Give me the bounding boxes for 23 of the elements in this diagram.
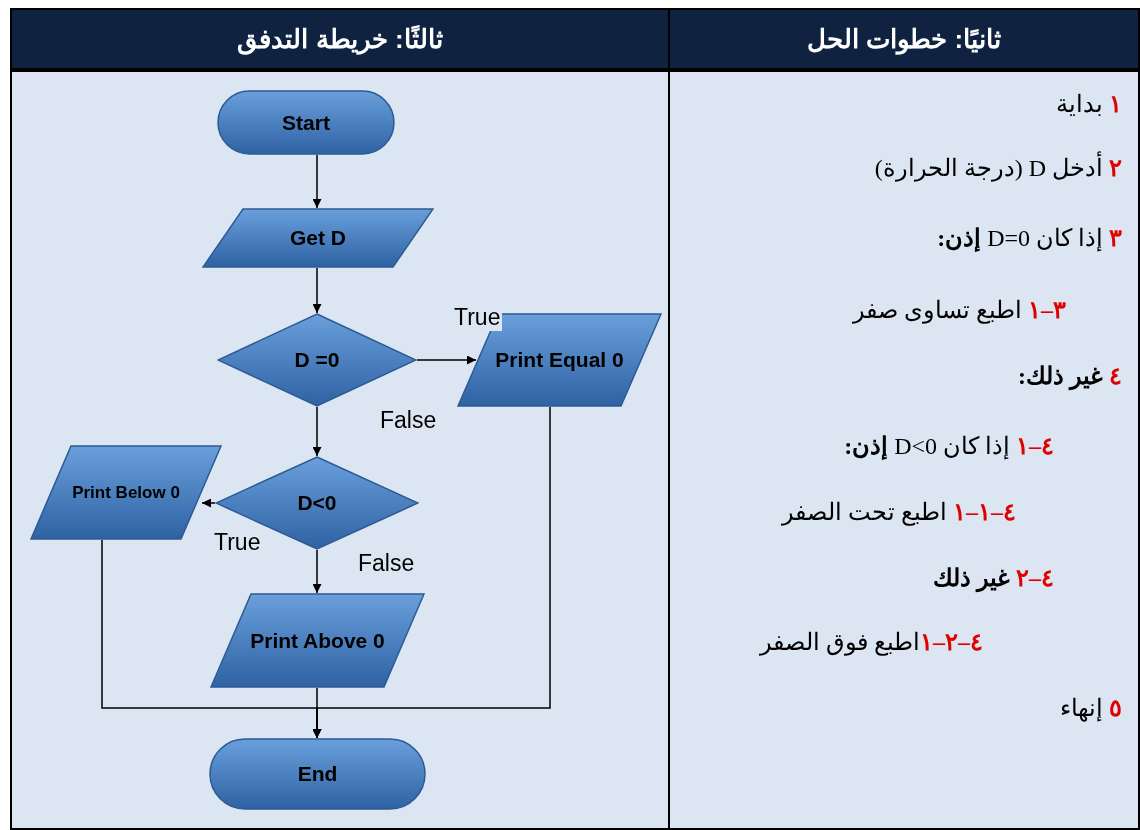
arrow [312, 549, 322, 594]
arrow [416, 355, 477, 365]
step-text: ٤–١–١ اطبع تحت الصفر [782, 498, 1016, 526]
step-text: ١ بداية [1056, 90, 1122, 118]
step-text: ٣ إذا كان D=0 إذن: [937, 224, 1122, 252]
input-output-shape: Get D [202, 208, 434, 268]
column-header: ثانيًا: خطوات الحل [668, 8, 1140, 70]
terminal-shape: End [209, 738, 426, 810]
decision-diamond: D =0 [217, 313, 417, 407]
step-text: ٤–١ إذا كان D<0 إذن: [844, 432, 1054, 460]
step-text: ٤–٢–١اطبع فوق الصفر [760, 628, 983, 656]
arrow [201, 498, 216, 508]
arrow [312, 154, 322, 209]
step-text: ٤ غير ذلك: [1018, 362, 1122, 390]
column-header: ثالثًا: خريطة التدفق [10, 8, 670, 70]
step-text: ٥ إنهاء [1060, 694, 1122, 722]
step-text: ٣–١ اطبع تساوى صفر [853, 296, 1066, 324]
arrow [312, 406, 322, 457]
terminal-shape: Start [217, 90, 395, 155]
arrow [312, 267, 322, 314]
step-text: ٤–٢ غير ذلك [933, 564, 1054, 592]
input-output-shape: Print Above 0 [210, 593, 425, 688]
arrow [312, 406, 551, 739]
